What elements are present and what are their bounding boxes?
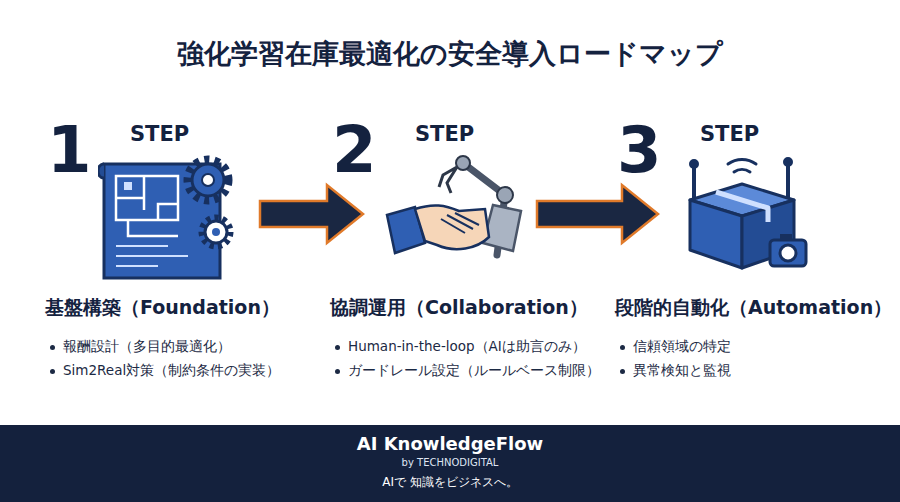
bullet-dot (335, 345, 340, 350)
footer-band: AI KnowledgeFlow by TECHNODIGITAL AIで 知識をビ… (0, 425, 900, 502)
gear (188, 160, 230, 246)
brand-name: AI KnowledgeFlow (357, 433, 543, 454)
step-heading: 協調運用（Collaboration） (330, 295, 588, 321)
title: 強化学習在庫最適化の安全導入ロードマップ (177, 36, 723, 72)
step-label: STEP (415, 122, 474, 146)
bullet-dot (50, 345, 55, 350)
blueprint-icon (98, 150, 248, 285)
bullet-text: 報酬設計（多目的最適化） (63, 338, 231, 356)
step-column: 3STEP段階的自動化（Automation）信頼領域の特定異常検知と監視 (615, 110, 885, 400)
step-heading: 段階的自動化（Automation） (615, 295, 892, 321)
blueprint (98, 164, 220, 278)
brand-tagline: AIで 知識をビジネスへ。 (382, 474, 518, 491)
step-number: 3 (617, 118, 662, 182)
wifi-symbol (728, 159, 756, 172)
bullet-text: Human-in-the-loop（AIは助言のみ） (348, 338, 586, 356)
block-arrow (260, 185, 363, 243)
step-label: STEP (700, 122, 759, 146)
bullet-dot (335, 369, 340, 374)
step-column: 2 STEP 協調運用（Collaboration） Human-in-the-loo… (330, 110, 600, 400)
step-number: 1 (47, 118, 92, 182)
block-arrow (537, 185, 658, 243)
step-label: STEP (130, 122, 189, 146)
handshake-icon (385, 145, 525, 275)
brand-sub: by TECHNODIGITAL (402, 457, 499, 468)
bullet-text: 異常検知と監視 (633, 362, 731, 380)
bullet-text: 信頼領域の特定 (633, 338, 731, 356)
step-column: 1 STEP 基盤構築（Foundation） 報酬設計（多目的最適化） Sim2Rea… (45, 110, 315, 400)
bullet-text: ガードレール設定（ルールベース制限） (348, 362, 600, 380)
bullet-dot (620, 345, 625, 350)
robot-joints (439, 156, 513, 203)
bullet-dot (620, 369, 625, 374)
bullet-dot (50, 369, 55, 374)
step-number: 2 (332, 118, 377, 182)
box-icon (680, 148, 810, 278)
handshake (387, 205, 521, 253)
step-heading: 基盤構築（Foundation） (45, 295, 280, 321)
bullet-text: Sim2Real対策（制約条件の実装） (63, 362, 280, 380)
camera (770, 234, 806, 266)
